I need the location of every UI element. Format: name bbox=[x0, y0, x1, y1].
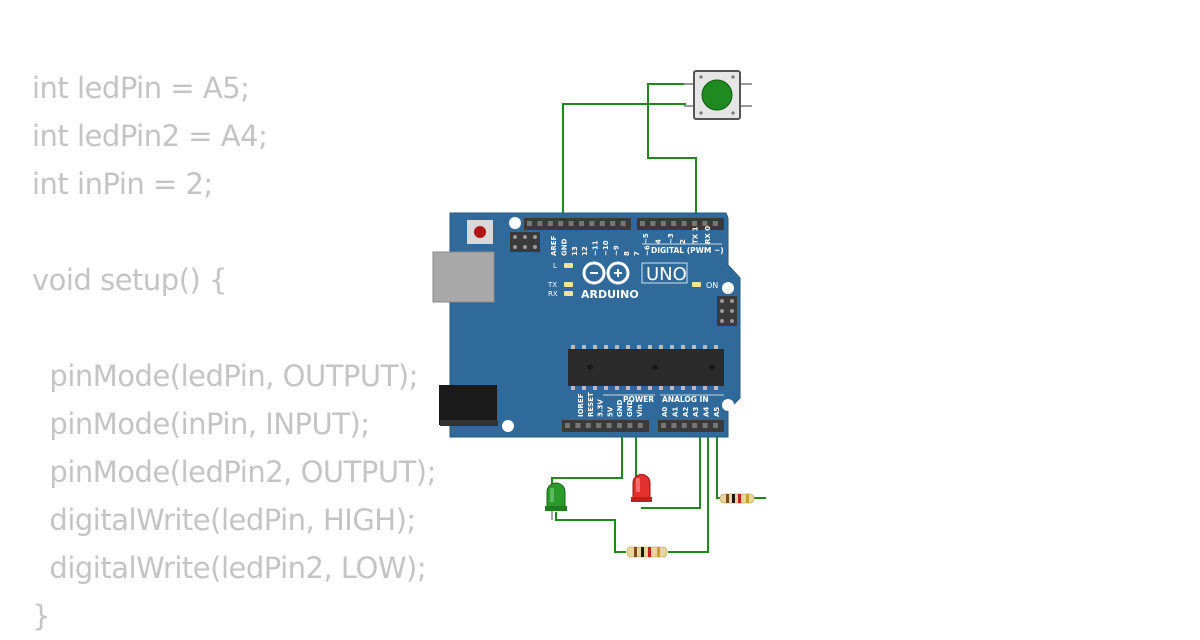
wire-resistor2-to-a4 bbox=[668, 428, 709, 553]
code-line[interactable]: pinMode(ledPin2, OUTPUT); bbox=[32, 455, 436, 489]
code-line[interactable]: pinMode(ledPin, OUTPUT); bbox=[32, 359, 418, 393]
icsp-header-2 bbox=[717, 296, 737, 326]
code-editor[interactable]: int ledPin = A5; int ledPin2 = A4; int inP… bbox=[32, 64, 436, 640]
pin-label: ~3 bbox=[667, 233, 675, 244]
arduino-logo-icon bbox=[582, 261, 630, 285]
power-label: POWER bbox=[623, 395, 654, 404]
pin-label: AREF bbox=[550, 235, 558, 256]
code-line[interactable]: int ledPin2 = A4; bbox=[32, 119, 268, 153]
pin-label: A0 bbox=[661, 407, 669, 417]
code-line[interactable]: void setup() { bbox=[32, 263, 227, 297]
pin-label: 13 bbox=[571, 246, 579, 256]
resistor-2[interactable] bbox=[626, 546, 668, 558]
analog-label: ANALOG IN bbox=[662, 395, 709, 404]
pin-label: 5V bbox=[606, 406, 614, 417]
reset-button[interactable] bbox=[467, 220, 493, 244]
pin-label: 2 bbox=[679, 239, 687, 244]
pin-label: 8 bbox=[623, 251, 631, 256]
digital-header-label: DIGITAL (PWM ~) bbox=[651, 246, 724, 255]
icsp-header-1 bbox=[510, 232, 540, 252]
pin-label: IOREF bbox=[577, 393, 585, 417]
model-label: UNO bbox=[646, 264, 687, 285]
code-line[interactable]: digitalWrite(ledPin2, LOW); bbox=[32, 551, 427, 585]
pin-label: GND bbox=[626, 399, 634, 417]
wire-gnd-to-button bbox=[562, 103, 686, 224]
tx-label: TX bbox=[547, 281, 557, 289]
code-line[interactable]: } bbox=[32, 599, 50, 633]
dc-jack bbox=[439, 385, 497, 425]
pin-label: ~10 bbox=[602, 240, 610, 256]
digital-header-right bbox=[637, 218, 724, 230]
pin-label: TX 1 bbox=[692, 226, 700, 244]
usb-connector bbox=[432, 251, 495, 303]
pin-label: RESET bbox=[587, 392, 595, 417]
button-cap bbox=[701, 79, 733, 111]
atmega-chip bbox=[568, 349, 724, 386]
pin-label: ~5 bbox=[642, 233, 650, 244]
pin-label: A5 bbox=[713, 407, 721, 417]
pin-label: A4 bbox=[703, 407, 711, 417]
pushbutton[interactable] bbox=[684, 70, 752, 120]
pin-label: A2 bbox=[682, 407, 690, 417]
code-line[interactable]: int inPin = 2; bbox=[32, 167, 213, 201]
code-line[interactable]: int ledPin = A5; bbox=[32, 71, 250, 105]
resistor-1[interactable] bbox=[719, 493, 755, 504]
code-line[interactable]: digitalWrite(ledPin, HIGH); bbox=[32, 503, 416, 537]
wire-red-led-to-a5 bbox=[641, 428, 701, 509]
pin-label: 12 bbox=[581, 246, 589, 256]
pin-label: A3 bbox=[692, 407, 700, 417]
pin-label: 3.3V bbox=[597, 399, 605, 417]
pin-label: A1 bbox=[671, 407, 679, 417]
pin-label: ~6 bbox=[644, 245, 652, 256]
wire-5v-to-green-led bbox=[551, 428, 623, 492]
green-led[interactable] bbox=[545, 482, 567, 520]
led-l-label: L bbox=[553, 262, 557, 270]
pin-label: 7 bbox=[633, 251, 641, 256]
on-label: ON bbox=[706, 281, 718, 290]
pin-label: GND bbox=[560, 238, 568, 256]
wire-pin2-to-button bbox=[647, 83, 697, 224]
pin-label: 4 bbox=[654, 239, 662, 244]
red-led[interactable] bbox=[631, 474, 652, 503]
wire-a5-to-resistor1 bbox=[716, 428, 766, 499]
pin-label: Vin bbox=[636, 404, 644, 417]
power-header bbox=[562, 420, 649, 432]
code-line[interactable]: pinMode(inPin, INPUT); bbox=[32, 407, 370, 441]
brand-label: ARDUINO bbox=[581, 288, 639, 301]
wire-green-led-to-resistor2 bbox=[555, 512, 626, 553]
rx-label: RX bbox=[548, 290, 558, 298]
pin-label: GND bbox=[616, 399, 624, 417]
pin-label: RX 0 bbox=[704, 226, 712, 244]
pin-label: ~11 bbox=[592, 240, 600, 256]
pin-label: ~9 bbox=[612, 245, 620, 256]
